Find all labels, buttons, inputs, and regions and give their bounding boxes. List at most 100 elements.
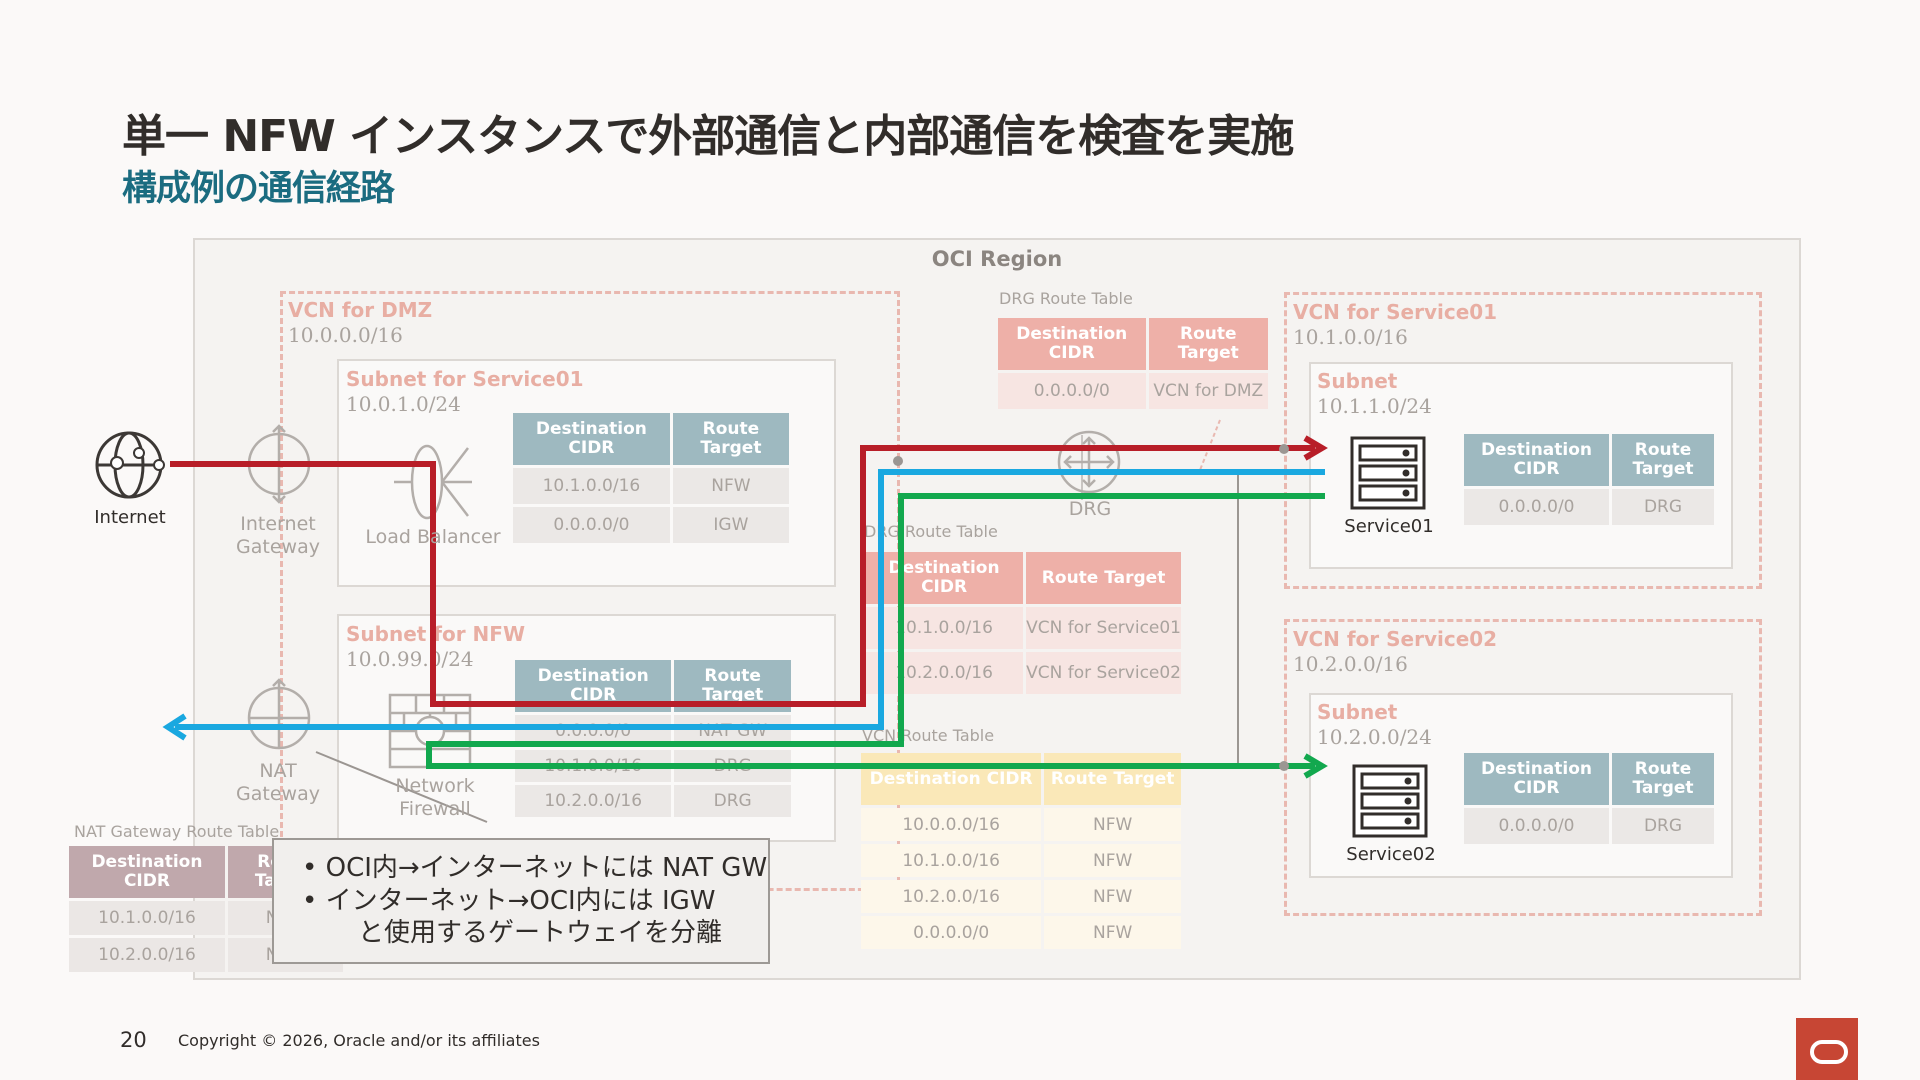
table-cell: 10.2.0.0/16 [865,652,1024,694]
table-cell: DRG [1612,489,1714,525]
table-cell: VCN for Service01 [1026,607,1181,649]
table-cell: 10.1.0.0/16 [861,844,1042,877]
table-header: Destination CIDR [1464,753,1610,805]
callout-box: • OCI内→インターネットには NAT GW • インターネット→OCI内には… [272,838,770,964]
internet-gateway-label: Internet Gateway [236,513,320,558]
table-cell: 0.0.0.0/0 [861,916,1042,949]
subnet-svc02-name: Subnet [1317,700,1398,724]
table-cell: 0.0.0.0/0 [1464,808,1610,844]
callout-pointer [315,751,488,823]
table-header: Destination CIDR [998,318,1146,370]
subnet-nfw-cidr: 10.0.99.0/24 [346,647,474,671]
table-cell: 10.2.0.0/16 [69,938,225,972]
vcn-rt-table-title: VCN Route Table [862,726,995,745]
table-cell: 0.0.0.0/0 [1464,489,1610,525]
table-cell: 10.2.0.0/16 [515,785,672,817]
table-header: Destination CIDR [69,846,225,898]
table-cell: DRG [674,785,791,817]
vcn-service01-name: VCN for Service01 [1293,300,1498,324]
table-header: Route Target [1612,753,1714,805]
red-path-arrowhead [1303,435,1328,461]
subnet-service01-name: Subnet for Service01 [346,367,584,391]
page-title: 単一 NFW インスタンスで外部通信と内部通信を検査を実施 [122,111,1294,162]
subnet-service01-cidr: 10.0.1.0/24 [346,392,461,416]
table-header: Route Target [1612,434,1714,486]
vcn-service02-cidr: 10.2.0.0/16 [1293,652,1408,676]
load-balancer-icon [394,444,472,520]
vcn-service02-name: VCN for Service02 [1293,627,1498,651]
service02-server-icon [1352,764,1428,838]
internet-icon [95,431,165,499]
table-cell: 10.1.0.0/16 [513,468,670,504]
nat-gateway-icon [247,678,311,750]
drg-top-pointer [1199,419,1221,471]
callout-text: インターネット→OCI内には IGW [325,885,716,916]
callout-line-2: • インターネット→OCI内には IGW [302,885,716,916]
natgw-table-title: NAT Gateway Route Table [74,822,280,841]
table-cell: 10.0.0.0/16 [861,808,1042,841]
table-header: Destination CIDR [865,552,1024,604]
network-firewall-label: Network Firewall [395,775,475,820]
drg-top-table-title: DRG Route Table [999,289,1133,308]
service01-label: Service01 [1344,516,1434,537]
table-cell: NFW [1044,844,1181,877]
page-number: 20 [120,1028,147,1052]
table-cell: NFW [1044,916,1181,949]
callout-text: OCI内→インターネットには NAT GW [325,853,768,883]
junction-dot [1279,761,1289,771]
junction-dot [1279,444,1289,454]
subnet-svc01-cidr: 10.1.1.0/24 [1317,394,1432,418]
junction-dot [893,456,903,466]
table-cell: 0.0.0.0/0 [513,507,670,543]
table-cell: IGW [672,507,789,543]
internet-label: Internet [94,507,166,528]
nat-gateway-label: NAT Gateway [236,760,320,805]
table-cell: 10.1.0.0/16 [865,607,1024,649]
table-cell: NFW [1044,808,1181,841]
callout-line-3: と使用するゲートウェイを分離 [358,918,723,948]
blue-traffic-path [175,469,1325,730]
service01-server-icon [1350,436,1426,510]
drg-label: DRG [1068,498,1112,520]
page-subtitle: 構成例の通信経路 [122,169,395,209]
table-cell: 10.2.0.0/16 [861,880,1042,913]
subnet-svc01-name: Subnet [1317,369,1398,393]
vcn-service01-cidr: 10.1.0.0/16 [1293,325,1408,349]
red-traffic-path [170,445,1315,707]
table-header: Route Target [1026,552,1181,604]
oracle-logo-icon [1796,1018,1858,1080]
table-cell: NFW [1044,880,1181,913]
vcn-dmz-cidr: 10.0.0.0/16 [288,323,403,347]
table-header: Route Target [1044,753,1181,805]
drg-mid-table-title: DRG Route Table [864,522,998,541]
table-header: Destination CIDR [1464,434,1610,486]
oci-region-label: OCI Region [931,247,1063,271]
service02-label: Service02 [1346,844,1436,865]
table-header: Route Target [1148,318,1268,370]
green-traffic-path [426,493,1325,769]
subnet-svc02-cidr: 10.2.0.0/24 [1317,725,1432,749]
table-header: Destination CIDR [861,753,1042,805]
table-cell: 10.1.0.0/16 [69,901,225,935]
table-cell: VCN for Service02 [1026,652,1181,694]
table-cell: 0.0.0.0/0 [998,373,1146,409]
table-cell: DRG [1612,808,1714,844]
green-path-arrowhead [1303,753,1328,779]
blue-path-arrowhead [162,713,187,741]
vcn-service01-box [1284,292,1762,589]
table-header: Destination CIDR [513,413,670,465]
vcn-dmz-name: VCN for DMZ [288,298,433,322]
load-balancer-label: Load Balancer [365,526,501,548]
table-cell: VCN for DMZ [1148,373,1268,409]
drg-icon [1057,430,1121,494]
copyright: Copyright © 2026, Oracle and/or its affi… [178,1031,540,1050]
table-cell: NFW [672,468,789,504]
